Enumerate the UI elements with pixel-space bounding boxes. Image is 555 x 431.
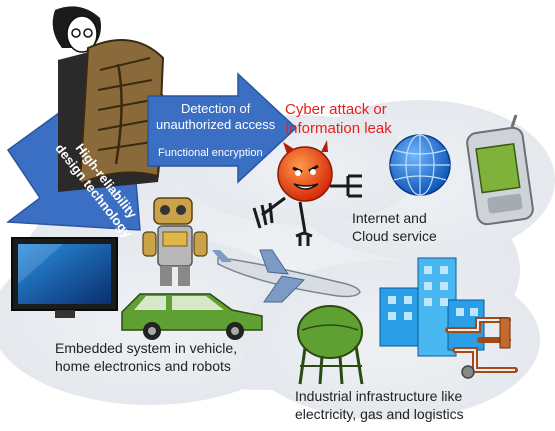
mobile-phone-icon [466,114,534,226]
detection-label: Detection of unauthorized access [156,101,275,134]
detection-line-2: unauthorized access [156,117,276,133]
embedded-system-label: Embedded system in vehicle, home electro… [55,340,237,375]
devil-hacker-icon [252,140,362,246]
industrial-infrastructure-label: Industrial infrastructure like electrici… [295,388,464,423]
robot-icon [142,197,208,286]
embedded-system-line-1: Embedded system in vehicle, [55,340,238,356]
cloud-service-line-2: Cloud service [352,227,437,244]
television-icon [11,237,118,318]
car-icon [121,293,263,340]
detection-arrow [147,72,298,184]
functional-encryption-label: Functional encryption [158,147,263,159]
man-reading-newspaper-icon [52,6,168,192]
airplane-icon [212,249,361,303]
industrial-infrastructure-line-1: Industrial infrastructure like [295,388,463,404]
cyber-threat-line-1: Cyber attack or [285,101,387,118]
globe-icon [389,134,451,196]
detection-line-1: Detection of [180,101,251,116]
cyber-threat-label: Cyber attack or Information leak [285,101,392,139]
gas-tank-icon [297,305,364,385]
industrial-infrastructure-line-2: electricity, gas and logistics [295,405,464,422]
cloud-service-label: Internet and Cloud service [352,210,437,245]
cyber-threat-line-2: Information leak [285,119,392,137]
cloud-service-line-1: Internet and [352,210,427,226]
embedded-system-line-2: home electronics and robots [55,357,231,374]
pipes-icon [445,317,518,379]
